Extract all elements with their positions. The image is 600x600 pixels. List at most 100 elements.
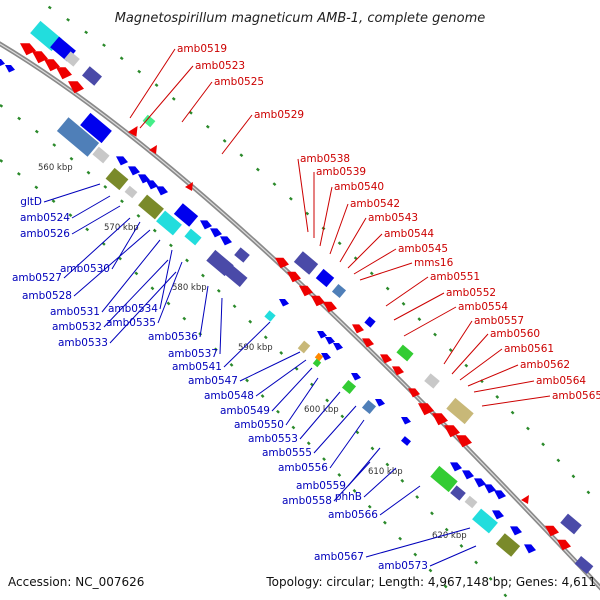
forward-gene-label: amb0565: [552, 390, 600, 402]
gene-box: [142, 114, 156, 128]
gene-arrow: [200, 220, 212, 230]
gene-arrow: [299, 285, 313, 297]
gene-box: [173, 203, 199, 227]
forward-gene-label: amb0523: [195, 60, 245, 72]
reverse-label-leader: [159, 249, 173, 310]
reverse-label-leader: [333, 461, 371, 502]
gene-arrow: [156, 186, 168, 196]
gene-arrow: [352, 324, 364, 334]
forward-gene-label: amb0562: [520, 359, 570, 371]
reverse-label-leader: [285, 377, 319, 426]
gene-arrow: [450, 462, 462, 472]
gene-arrow: [5, 65, 15, 73]
reverse-label-leader: [101, 239, 161, 313]
forward-gene-label: amb0551: [430, 271, 480, 283]
kbp-tick-label: 600 kbp: [304, 405, 339, 415]
forward-gene-label: amb0543: [368, 212, 418, 224]
reverse-gene-label: amb0550: [234, 419, 284, 431]
reverse-gene-label: amb0566: [328, 509, 378, 521]
gene-arrow: [494, 490, 506, 500]
reverse-label-leader: [365, 527, 471, 558]
gene-box: [264, 310, 276, 322]
forward-gene-label: amb0538: [300, 153, 350, 165]
gene-arrow: [333, 343, 343, 351]
gene-arrow: [362, 338, 374, 348]
forward-gene-label: mms16: [414, 257, 454, 269]
forward-gene-label: amb0552: [446, 287, 496, 299]
forward-label-leader: [459, 348, 503, 381]
gene-arrow: [510, 526, 522, 536]
gene-box: [105, 167, 129, 191]
gene-arrow: [44, 59, 60, 72]
gene-box: [124, 185, 138, 199]
gene-features-layer: [0, 20, 594, 574]
forward-gene-label: amb0554: [458, 301, 508, 313]
guide-ring-2: [0, 104, 512, 600]
gene-arrow: [392, 366, 404, 376]
gene-arrow: [325, 337, 335, 345]
reverse-label-leader: [73, 229, 151, 297]
reverse-gene-label: amb0532: [52, 321, 102, 333]
reverse-gene-label: amb0528: [22, 290, 72, 302]
gene-arrow: [545, 525, 559, 537]
kbp-tick-label: 590 kbp: [238, 343, 273, 353]
forward-gene-label: amb0539: [316, 166, 366, 178]
gene-box: [495, 533, 521, 557]
reverse-gene-label: amb0573: [378, 560, 428, 572]
gene-box: [472, 508, 498, 534]
forward-label-leader: [353, 248, 397, 275]
gene-labels-layer: amb0519amb0523amb0525amb0529amb0538amb05…: [12, 43, 600, 572]
guide-ring-1: [35, 0, 600, 507]
gene-arrow: [20, 43, 36, 56]
gene-box: [56, 117, 100, 157]
gene-box: [92, 146, 110, 164]
gene-arrow: [418, 403, 434, 416]
gene-arrow: [432, 413, 448, 426]
forward-gene-label: amb0542: [350, 198, 400, 210]
reverse-gene-label: amb0533: [58, 337, 108, 349]
gene-box: [450, 485, 466, 501]
gene-arrow: [128, 166, 140, 176]
kbp-tick-label: 580 kbp: [172, 283, 207, 293]
reverse-label-leader: [271, 367, 313, 412]
gene-arrow: [380, 354, 392, 364]
gene-arrow: [557, 539, 571, 551]
forward-label-leader: [181, 81, 213, 123]
gene-arrow: [323, 301, 337, 313]
reverse-gene-label: amb0547: [188, 375, 238, 387]
gene-arrow: [317, 331, 327, 339]
reverse-gene-label: amb0531: [50, 306, 100, 318]
gene-box: [297, 340, 311, 354]
forward-label-leader: [403, 306, 457, 337]
gene-arrow: [128, 126, 138, 137]
reverse-label-leader: [109, 271, 177, 344]
gene-arrow: [484, 484, 496, 494]
kbp-tick-label: 620 kbp: [432, 531, 467, 541]
forward-gene-label: amb0525: [214, 76, 264, 88]
reverse-label-leader: [43, 183, 101, 203]
gene-arrow: [321, 353, 331, 361]
reverse-gene-label: amb0558: [282, 495, 332, 507]
gene-box: [341, 379, 357, 395]
reverse-gene-label: amb0541: [172, 361, 222, 373]
reverse-gene-label: amb0556: [278, 462, 328, 474]
forward-label-leader: [297, 158, 309, 233]
gene-box: [315, 268, 335, 288]
reverse-label-leader: [223, 321, 271, 368]
gene-box: [424, 373, 440, 389]
gene-box: [206, 249, 234, 277]
gene-box: [401, 436, 411, 446]
reverse-label-leader: [71, 205, 121, 235]
gene-box: [464, 495, 478, 509]
gene-box: [430, 465, 458, 493]
reverse-label-leader: [313, 405, 357, 454]
gene-arrow: [408, 388, 420, 398]
accession-text: Accession: NC_007626: [8, 575, 144, 589]
forward-label-leader: [221, 114, 253, 155]
reverse-label-leader: [239, 351, 301, 382]
reverse-gene-label: amb0537: [168, 348, 218, 360]
reverse-gene-label: amb0567: [314, 551, 364, 563]
gene-arrow: [401, 417, 411, 425]
gene-box: [234, 247, 250, 263]
